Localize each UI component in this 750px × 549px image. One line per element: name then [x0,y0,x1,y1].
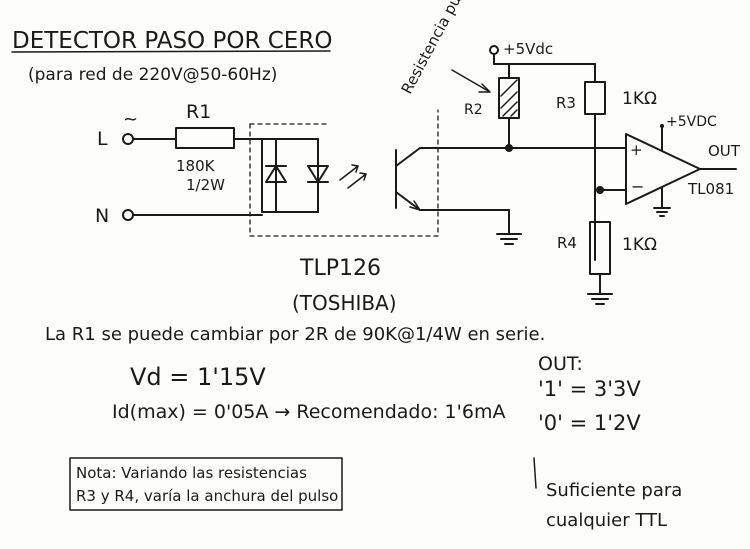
opto-maker: (TOSHIBA) [292,291,397,315]
node-collector [505,144,513,152]
diode2-symbol [307,165,329,183]
r1-value: 180K [176,157,216,175]
live-label: L [97,128,108,150]
transistor-collector [395,147,421,167]
neutral-terminal [122,209,134,221]
r3-resistor [584,81,606,115]
opamp-label: TL081 [687,180,734,198]
note-box-line2: R3 y R4, varía la anchura del pulso [76,487,338,505]
note-r1-alt: La R1 se puede cambiar por 2R de 90K@1/4… [45,324,545,345]
supply-label: +5Vdc [503,40,553,58]
out-label: OUT [708,142,741,160]
neutral-label: N [95,205,109,227]
supply-terminal [489,45,499,55]
note-ttl-line2: cualquier TTL [546,510,667,531]
r1-label: R1 [186,101,211,123]
note-vd: Vd = 1'15V [130,363,266,391]
title: DETECTOR PASO POR CERO [12,28,332,54]
r2-hatch [500,79,518,117]
opamp-supply-label: +5VDC [666,114,717,130]
pullup-arrow-head [478,83,491,93]
r3-value: 1KΩ [622,89,657,109]
live-terminal [122,133,134,145]
note-out-low: '0' = 1'2V [538,411,641,435]
tilde-mark: ~ [123,109,138,130]
r4-value: 1KΩ [622,235,657,255]
diode1-symbol [265,165,287,183]
light-arrow-head-1 [351,164,359,173]
pullup-note: Resistencia pull-up [398,0,480,97]
opamp-symbol [625,133,701,205]
note-box [69,457,343,511]
note-out-title: OUT: [538,353,583,375]
opto-label: TLP126 [299,256,381,281]
note-box-line1: Nota: Variando las resistencias [76,464,307,482]
opamp-supply-dot [660,124,664,128]
light-arrow-head-2 [359,172,367,181]
r1-resistor [175,127,235,149]
note-id: Id(max) = 0'05A → Recomendado: 1'6mA [112,401,505,423]
transistor-emitter [395,191,421,211]
subtitle: (para red de 220V@50-60Hz) [28,65,277,85]
light-arrow-2 [347,173,367,189]
r2-label: R2 [464,102,483,118]
pullup-arrow [451,69,491,93]
opto-enclosure [249,109,439,237]
r4-label: R4 [557,234,577,252]
light-arrow-1 [339,165,359,181]
opamp-plus: + [630,141,643,159]
note-ttl-line1: Suficiente para [546,480,682,501]
title-underline [11,50,331,53]
ttl-pointer [533,457,537,489]
r3-label: R3 [556,94,576,112]
r4-resistor [589,221,611,275]
opamp-minus: − [631,177,644,196]
r1-power: 1/2W [186,176,225,194]
note-out-high: '1' = 3'3V [538,377,641,401]
